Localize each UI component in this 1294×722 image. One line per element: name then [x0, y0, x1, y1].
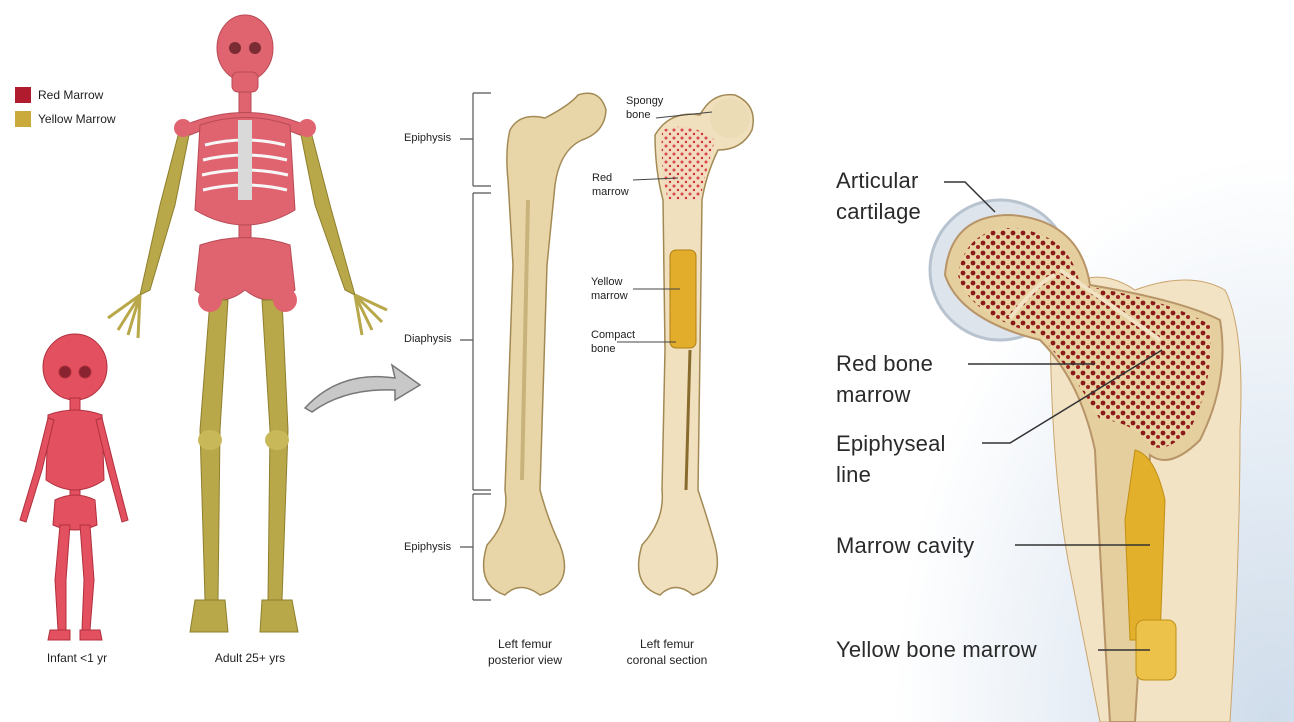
label-epiphysis-bottom: Epiphysis	[404, 540, 451, 554]
curved-arrow	[305, 365, 420, 412]
infant-caption: Infant <1 yr	[32, 650, 122, 666]
label-marrow-cavity: Marrow cavity	[836, 530, 974, 561]
adult-caption: Adult 25+ yrs	[195, 650, 305, 666]
label-diaphysis: Diaphysis	[404, 332, 452, 346]
infant-skeleton	[20, 334, 128, 640]
label-epiphysis-top: Epiphysis	[404, 131, 451, 145]
region-brackets	[460, 93, 491, 600]
femur-coronal	[639, 95, 754, 595]
femur-posterior	[484, 93, 606, 595]
adult-skeleton	[108, 15, 387, 632]
label-yellow-bone-marrow: Yellow bone marrow	[836, 634, 1037, 665]
